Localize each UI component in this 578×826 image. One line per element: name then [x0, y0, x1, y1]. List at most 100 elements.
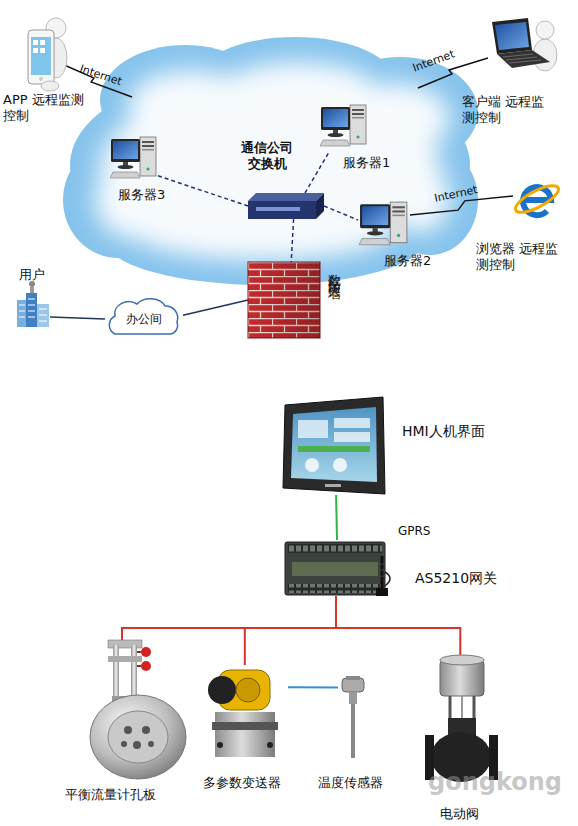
app-device: APP 远程监测控制 — [22, 18, 67, 96]
server-node: 服务器2 — [358, 200, 410, 250]
laptop-user-icon — [492, 18, 557, 71]
gateway-icon — [376, 588, 388, 596]
dashed-link — [158, 176, 248, 206]
hmi-icon — [291, 407, 377, 482]
phone-user-icon — [33, 48, 38, 53]
switch-icon — [248, 201, 316, 219]
gateway-node: AS5210网关 — [285, 540, 385, 596]
transmitter-icon — [208, 676, 236, 704]
node-label: 平衡流量计孔板 — [65, 787, 156, 803]
link-label: Internet — [78, 62, 124, 88]
transmitter-icon — [236, 678, 260, 702]
node-label: 温度传感器 — [318, 775, 383, 791]
laptop-user-icon — [495, 22, 529, 50]
network-cloud — [63, 37, 478, 285]
building-icon — [30, 287, 34, 293]
node-label: 服务器3 — [118, 187, 165, 203]
transmitter-icon — [212, 722, 278, 730]
building-icon — [19, 299, 47, 321]
hmi-icon — [333, 458, 347, 472]
node-label: 电动阀 — [440, 806, 479, 822]
laptop-user-icon — [536, 21, 554, 39]
electric-valve-icon — [425, 655, 498, 782]
sensor-link — [288, 686, 338, 688]
gateway-icon — [285, 542, 390, 596]
flow-orifice-icon — [141, 647, 151, 657]
hmi-icon — [305, 458, 319, 472]
gateway-icon — [285, 542, 385, 595]
flow-orifice-icon — [142, 726, 150, 734]
server-icon — [110, 105, 407, 245]
building-icon — [17, 281, 49, 327]
node-label: 通信公司 交换机 — [239, 140, 295, 172]
network-line — [183, 300, 248, 315]
switch-icon — [256, 207, 300, 211]
flow-orifice-icon — [121, 741, 127, 747]
firewall-icon — [248, 262, 320, 338]
phone-user-icon — [31, 37, 51, 75]
gateway-icon — [288, 584, 382, 593]
client-device: 客户端 远程监测控制 — [488, 18, 558, 78]
link-label: Internet — [433, 183, 478, 205]
hmi-icon — [298, 420, 328, 438]
browser-device: 浏览器 远程监测控制 — [513, 178, 561, 223]
hmi-link — [335, 495, 338, 540]
transmitter-icon — [208, 670, 278, 757]
phone-user-icon — [40, 48, 45, 53]
node-label: 办公间 — [105, 312, 183, 327]
laptop-user-icon — [492, 18, 532, 54]
signal-bus — [336, 596, 460, 655]
server-icon — [320, 105, 366, 146]
node-label: 多参数变送器 — [203, 775, 281, 791]
phone-user-icon — [39, 77, 43, 81]
browser-icon — [512, 181, 562, 218]
transmitter-icon — [217, 742, 223, 748]
building-icon — [26, 293, 37, 327]
gateway-icon — [381, 556, 384, 588]
electric-valve-icon — [461, 696, 463, 720]
signal-label: GPRS — [398, 524, 431, 538]
node-label: 浏览器 远程监测控制 — [476, 241, 560, 273]
switch-icon — [248, 193, 324, 219]
node-label: 服务器2 — [384, 253, 431, 269]
phone-user-icon — [28, 30, 54, 84]
user-node: 用户 — [16, 287, 50, 327]
server-node: 服务器1 — [320, 103, 368, 151]
flow-orifice-icon — [131, 645, 137, 700]
hmi-icon — [298, 446, 370, 452]
network-cloud — [63, 37, 478, 285]
firewall-icon — [248, 262, 320, 338]
flow-orifice-icon — [108, 656, 142, 662]
network-line — [50, 317, 105, 319]
node-label: 数据防火墙 — [326, 264, 342, 279]
hmi-node: HMI人机界面 — [282, 397, 386, 495]
temperature-sensor-icon — [349, 692, 357, 704]
flow-orifice-icon — [133, 741, 141, 749]
switch-node: 通信公司 交换机 — [248, 193, 324, 219]
gateway-icon — [379, 564, 385, 576]
flow-orifice-icon — [90, 695, 186, 779]
dashed-link — [305, 151, 330, 193]
signal-bus — [122, 596, 336, 640]
node-label: 客户端 远程监测控制 — [462, 94, 546, 126]
dashed-link — [324, 206, 358, 220]
office-cloud-node: 办公间 — [105, 300, 183, 338]
switch-icon — [316, 193, 324, 219]
gateway-icon — [385, 572, 390, 586]
server-icon — [359, 202, 407, 245]
server-node: 服务器3 — [110, 135, 158, 183]
node-label: 用户 — [19, 267, 45, 283]
signal-bus — [245, 596, 336, 665]
electric-valve-icon — [450, 696, 474, 720]
transmitter-node: 多参数变送器 — [208, 665, 288, 762]
node-label: HMI人机界面 — [402, 423, 485, 440]
link-label: Internet — [411, 47, 456, 74]
flow-orifice-icon — [124, 726, 132, 734]
flow-orifice-icon — [108, 711, 168, 763]
phone-user-icon — [33, 40, 38, 45]
phone-user-icon — [41, 81, 59, 91]
building-icon — [17, 300, 27, 327]
node-label: 服务器1 — [343, 155, 390, 171]
temperature-sensor-icon — [342, 678, 364, 692]
